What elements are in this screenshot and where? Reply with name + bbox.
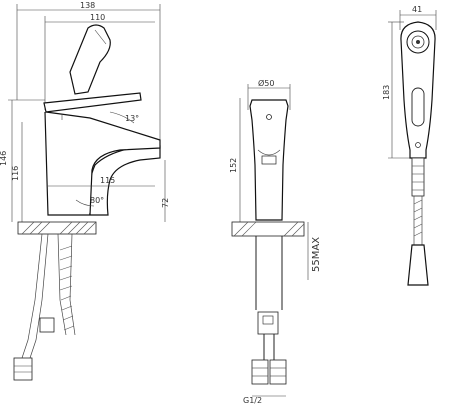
trigger-button xyxy=(411,87,425,127)
hose-fitting xyxy=(269,359,287,385)
dim-shower-width: 41 xyxy=(412,5,422,14)
nut-detail xyxy=(262,315,274,325)
countertop-side xyxy=(17,221,97,235)
dim-lever-angle: 13° xyxy=(125,114,139,123)
hose-right xyxy=(69,233,76,336)
dim-handle-width: 110 xyxy=(90,13,105,22)
dim-base-angle: 80° xyxy=(90,196,104,205)
hose-right xyxy=(57,233,67,336)
aerator xyxy=(261,155,277,165)
hand-shower-view: 41 183 xyxy=(382,5,437,286)
dim-spout-clearance: 72 xyxy=(161,198,170,208)
body-detail xyxy=(257,149,281,156)
shower-head-side xyxy=(69,24,111,95)
hose-fitting xyxy=(251,359,269,385)
angle-arc xyxy=(75,199,95,207)
hose-fitting xyxy=(39,317,55,333)
dim-body-diameter: Ø50 xyxy=(258,78,274,88)
hose-left xyxy=(29,233,49,359)
hose-braid xyxy=(59,245,75,331)
connector-ribs xyxy=(412,165,424,191)
dim-hose-thread: G1/2 xyxy=(243,396,262,405)
spray-center-icon xyxy=(416,40,420,44)
shower-detail xyxy=(94,29,107,45)
angle-arc xyxy=(109,111,135,124)
side-view: 138 110 13° 146 116 115 72 80° xyxy=(0,1,170,381)
dim-shower-length: 183 xyxy=(382,85,391,100)
dim-overall-width: 138 xyxy=(80,1,95,10)
dim-body-height: 152 xyxy=(229,158,238,173)
countertop-hatch xyxy=(21,221,97,235)
faucet-spout xyxy=(45,111,161,216)
hose-end-cone xyxy=(407,244,429,286)
countertop-front xyxy=(231,221,305,237)
hose-left xyxy=(21,233,43,359)
screw-icon xyxy=(415,142,421,148)
hose-fitting xyxy=(13,357,33,381)
lever-handle xyxy=(43,92,142,113)
screw-icon xyxy=(266,114,272,120)
dim-spout-reach: 115 xyxy=(100,176,115,185)
dim-max-thickness: 55MAX xyxy=(311,237,322,272)
hose-braid xyxy=(413,199,423,237)
countertop-hatch xyxy=(233,221,305,237)
dim-height-to-spout: 146 xyxy=(0,151,8,166)
hose-connector xyxy=(411,157,425,197)
front-view: Ø50 152 55MAX xyxy=(229,78,322,405)
dim-height-spout: 116 xyxy=(11,166,20,181)
